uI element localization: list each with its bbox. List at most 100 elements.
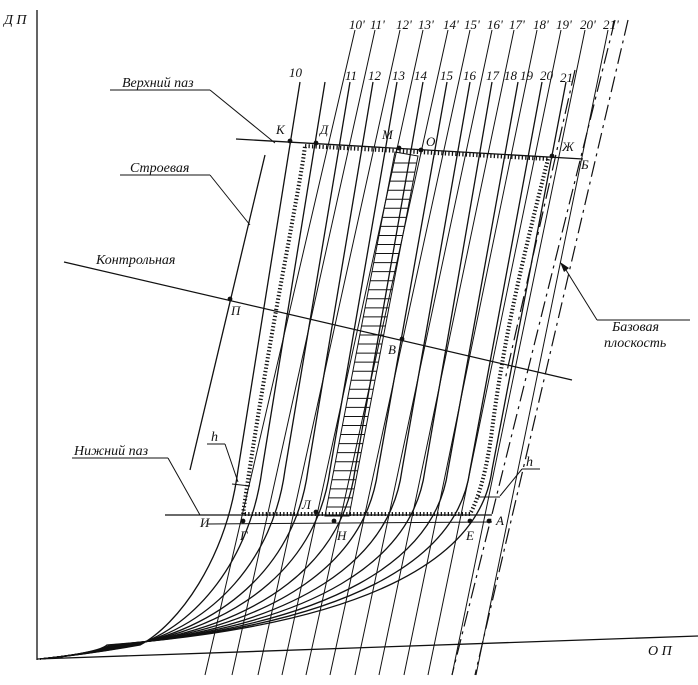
h-left-label: h <box>211 430 218 445</box>
station-curve <box>39 81 493 660</box>
point-m <box>396 145 402 151</box>
point-markers <box>227 138 555 524</box>
station-label-primed: 16' <box>487 17 503 32</box>
station-label-primed: 12' <box>396 17 412 32</box>
station-line-primed <box>329 29 471 676</box>
base-plane-line-1 <box>451 19 616 676</box>
station-label-plain: 10 <box>289 65 303 80</box>
station-label-primed: 19' <box>556 17 572 32</box>
base-plane-arrowhead <box>560 262 569 272</box>
h-right-leader <box>499 468 523 497</box>
station-line-primed <box>354 29 493 676</box>
label-o: О <box>426 134 436 149</box>
station-curve <box>39 81 519 660</box>
hatched-panel-outline <box>241 144 550 516</box>
label-a: А <box>495 513 504 528</box>
build-line-label: Строевая <box>130 161 189 176</box>
h-left-dim <box>231 483 251 487</box>
label-e: Е <box>465 528 474 543</box>
base-plane-line-2 <box>474 19 629 676</box>
label-zh: Ж <box>561 139 575 154</box>
label-v: В <box>388 342 396 357</box>
station-curve <box>39 81 567 660</box>
point-zh <box>549 153 555 159</box>
point-g <box>240 518 246 524</box>
station-line-primed <box>427 29 562 676</box>
lower-groove-label: Нижний паз <box>73 444 149 459</box>
baseline-axis-label: О П <box>648 644 673 659</box>
station-label-plain: 14 <box>414 68 428 83</box>
label-i: И <box>199 515 210 530</box>
point-o <box>418 147 424 153</box>
label-k: К <box>275 122 286 137</box>
station-label-plain: 21 <box>560 70 573 85</box>
station-line-primed <box>204 29 356 676</box>
upper-groove-label: Верхний паз <box>122 76 194 91</box>
station-label-primed: 11' <box>370 17 385 32</box>
station-label-plain: 17 <box>486 68 500 83</box>
build-line <box>189 154 266 471</box>
central-ladder-strip <box>324 151 419 517</box>
station-label-plain: 12 <box>368 68 382 83</box>
station-label-primed: 14' <box>443 17 459 32</box>
label-d: Д <box>318 122 329 137</box>
station-label-primed: 20' <box>580 17 596 32</box>
point-n <box>331 518 337 524</box>
station-label-plain: 15 <box>440 68 454 83</box>
station-curve <box>39 81 424 660</box>
hatch-right <box>468 158 550 515</box>
station-line-primed <box>281 29 424 676</box>
lower-groove-line-2 <box>207 521 493 525</box>
point-l <box>313 509 319 515</box>
station-label-primed: 17' <box>509 17 525 32</box>
station-curve <box>39 81 398 660</box>
base-plane-leader <box>565 269 598 321</box>
station-line-primed <box>451 29 586 676</box>
station-label-plain: 18 <box>504 68 518 83</box>
station-label-primed: 13' <box>418 17 434 32</box>
control-line-label: Контрольная <box>95 253 175 268</box>
label-b-top: Б <box>580 157 589 172</box>
station-label-primed: 10' <box>349 17 365 32</box>
lower-groove-leader <box>167 457 201 516</box>
h-right-label: h <box>526 455 533 470</box>
station-labels: 10' 11' 12' 13' 14' 15' 16' 17' 18' 19' 20' 21' 10 11… <box>289 17 619 85</box>
label-g: Г <box>239 528 248 543</box>
station-label-plain: 19 <box>520 68 534 83</box>
base-plane-label-line1: Базовая <box>611 320 659 335</box>
label-l: Л <box>301 497 312 512</box>
station-label-plain: 13 <box>392 68 406 83</box>
point-e <box>467 518 473 524</box>
baseline-axis <box>36 635 698 660</box>
control-line <box>63 261 573 381</box>
upper-groove-leader <box>209 89 276 144</box>
h-left-leader <box>224 443 239 483</box>
label-m: М <box>381 127 394 142</box>
point-d <box>313 140 319 146</box>
station-curves <box>39 29 609 676</box>
station-label-primed: 21' <box>603 17 619 32</box>
station-label-primed: 18' <box>533 17 549 32</box>
station-label-plain: 16 <box>463 68 477 83</box>
base-plane-line-3 <box>504 69 576 381</box>
station-line-primed <box>231 29 376 676</box>
point-a <box>486 518 492 524</box>
base-plane-lines <box>451 19 629 676</box>
vertical-axis-label: Д П <box>2 13 27 28</box>
point-v <box>399 336 405 342</box>
upper-groove-line <box>235 138 584 160</box>
station-line-primed <box>257 29 401 676</box>
station-label-plain: 11 <box>345 68 357 83</box>
point-k <box>287 138 293 144</box>
point-p <box>227 296 233 302</box>
station-line-primed <box>378 29 515 676</box>
station-line-primed <box>305 29 449 676</box>
ladder-outline <box>324 151 419 517</box>
station-label-primed: 15' <box>464 17 480 32</box>
station-label-plain: 20 <box>540 68 554 83</box>
station-line-primed <box>403 29 538 676</box>
build-line-leader <box>209 174 251 226</box>
base-plane-label-line2: плоскость <box>604 336 666 351</box>
